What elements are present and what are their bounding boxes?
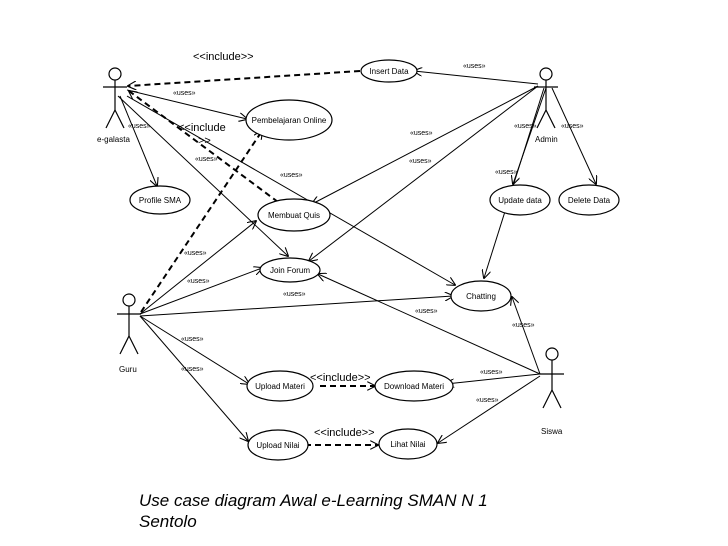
- uses-label: «uses»: [415, 308, 438, 315]
- uses-label: «uses»: [495, 169, 518, 176]
- actor-guru: [117, 293, 141, 355]
- usecase-upload-materi-label: Upload Materi: [255, 382, 305, 391]
- include-insert-egalasta: [128, 70, 361, 86]
- assoc-guru-joinforum: [139, 268, 262, 315]
- include-label-pembelajaran-part1: <<include: [178, 122, 226, 134]
- usecase-chatting: [450, 280, 512, 312]
- include-quis-egalasta: [129, 91, 279, 203]
- usecase-download-materi-label: Download Materi: [384, 382, 444, 391]
- assoc-guru-uploadmateri: [139, 315, 249, 384]
- actor-siswa: [540, 347, 564, 409]
- uses-label: «uses»: [184, 250, 207, 257]
- usecase-delete-data: [558, 184, 620, 216]
- assoc-admin-update: [513, 87, 547, 184]
- assoc-admin-chatting: [484, 87, 545, 278]
- actor-admin-label: Admin: [535, 135, 558, 144]
- usecase-join-forum-label: Join Forum: [270, 266, 310, 275]
- actor-guru-label: Guru: [119, 365, 137, 374]
- assoc-siswa-chatting: [512, 297, 541, 375]
- assoc-siswa-lihatnilai: [438, 375, 541, 443]
- usecase-membuat-quis-label: Membuat Quis: [268, 211, 320, 220]
- uses-label: «uses»: [561, 123, 584, 130]
- assoc-admin-delete: [551, 87, 596, 184]
- usecase-chatting-label: Chatting: [466, 292, 496, 301]
- usecase-delete-data-label: Delete Data: [568, 196, 611, 205]
- uses-label: «uses»: [480, 369, 503, 376]
- usecase-membuat-quis: [257, 198, 331, 232]
- actor-egalasta: [103, 67, 127, 129]
- usecase-lihat-nilai: [378, 428, 438, 460]
- uses-label: «uses»: [195, 156, 218, 163]
- assoc-egalasta-pembelajaran: [126, 89, 247, 119]
- assoc-siswa-joinforum: [318, 274, 541, 375]
- uses-label: «uses»: [283, 291, 306, 298]
- include-label-insert: <<include>>: [193, 51, 254, 63]
- uses-label: «uses»: [181, 336, 204, 343]
- include-guru-pembelajaran: [140, 131, 262, 313]
- usecase-profile-sma: [129, 185, 191, 215]
- assoc-siswa-downloadmateri: [446, 373, 541, 384]
- uses-label: «uses»: [280, 172, 303, 179]
- include-label-materi: <<include>>: [310, 372, 371, 384]
- assoc-admin-insert: [414, 71, 539, 85]
- uses-label: «uses»: [187, 278, 210, 285]
- assoc-guru-chatting: [139, 296, 453, 317]
- usecase-insert-data-label: Insert Data: [369, 67, 409, 76]
- caption-line-2: Sentolo: [139, 512, 197, 531]
- usecase-download-materi: [374, 370, 454, 402]
- assoc-guru-quis: [139, 221, 256, 315]
- uses-label: «uses»: [410, 130, 433, 137]
- usecase-pembelajaran-online-label: Pembelajaran Online: [252, 116, 327, 125]
- uses-label: «uses»: [409, 158, 432, 165]
- uses-label: «uses»: [476, 397, 499, 404]
- assoc-egalasta-chatting: [126, 95, 455, 285]
- usecase-update-data-label: Update data: [498, 196, 542, 205]
- diagram-caption: Use case diagram Awal e-Learning SMAN N …: [139, 490, 559, 532]
- usecase-profile-sma-label: Profile SMA: [139, 196, 182, 205]
- include-label-nilai: <<include>>: [314, 427, 375, 439]
- include-label-pembelajaran-part2: >>: [198, 135, 211, 147]
- actor-egalasta-label: e-galasta: [97, 135, 130, 144]
- assoc-egalasta-profile: [119, 95, 157, 186]
- assoc-admin-joinforum: [309, 85, 539, 261]
- usecase-update-data: [489, 184, 551, 216]
- caption-line-1: Use case diagram Awal e-Learning SMAN N …: [139, 491, 488, 510]
- assoc-egalasta-joinforum: [117, 95, 288, 256]
- uses-label: «uses»: [181, 366, 204, 373]
- actor-admin: [534, 67, 558, 129]
- usecase-join-forum: [259, 257, 321, 283]
- uses-label: «uses»: [173, 90, 196, 97]
- uses-label: «uses»: [514, 123, 537, 130]
- actor-siswa-label: Siswa: [541, 427, 563, 436]
- usecase-upload-materi: [246, 370, 314, 402]
- usecase-lihat-nilai-label: Lihat Nilai: [390, 440, 425, 449]
- assoc-admin-quis: [312, 85, 539, 204]
- usecase-pembelajaran-online: [245, 99, 333, 141]
- uses-label: «uses»: [512, 322, 535, 329]
- uses-label: «uses»: [128, 123, 151, 130]
- uses-label: «uses»: [463, 63, 486, 70]
- usecase-insert-data: [360, 59, 418, 83]
- assoc-guru-uploadnilai: [139, 315, 248, 441]
- usecase-upload-nilai: [247, 429, 309, 461]
- usecase-upload-nilai-label: Upload Nilai: [256, 441, 299, 450]
